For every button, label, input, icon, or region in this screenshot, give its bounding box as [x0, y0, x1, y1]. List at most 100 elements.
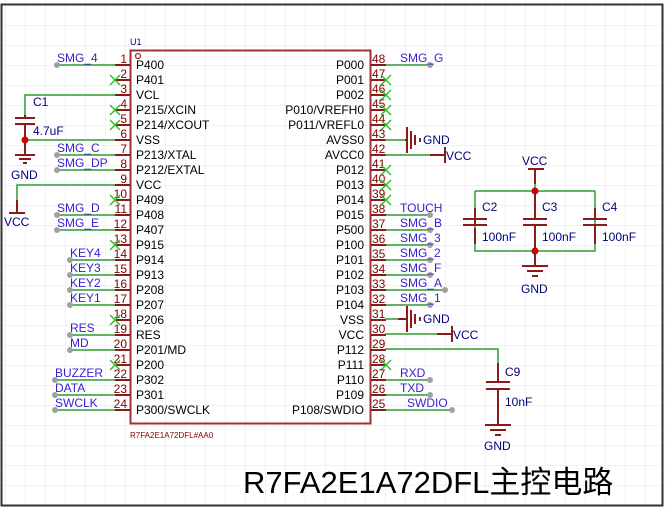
net-port[interactable] [54, 227, 60, 233]
net-label[interactable]: RES [70, 321, 95, 335]
no-connect-icon [109, 74, 121, 86]
no-connect-icon [109, 359, 121, 371]
net-label[interactable]: SMG_G [400, 51, 443, 65]
pin-name: P212/EXTAL [136, 163, 205, 177]
net-label[interactable]: SMG_A [400, 276, 442, 290]
net-label[interactable]: SWDIO [407, 396, 448, 410]
net-port[interactable] [67, 272, 73, 278]
net-port[interactable] [442, 287, 448, 293]
no-connect-icon [380, 359, 392, 371]
net-port[interactable] [67, 287, 73, 293]
pin-number: 37 [372, 217, 386, 231]
net-port[interactable] [427, 242, 433, 248]
net-port[interactable] [449, 407, 455, 413]
net-port[interactable] [427, 392, 433, 398]
junction [21, 136, 29, 144]
net-label[interactable]: SMG_D [57, 201, 100, 215]
pin-number: 15 [114, 262, 128, 276]
net-port[interactable] [427, 257, 433, 263]
net-label[interactable]: TOUCH [400, 201, 442, 215]
net-port[interactable] [427, 62, 433, 68]
net-label[interactable]: KEY4 [70, 246, 101, 260]
c9-circuit: C9 10nF GND [385, 348, 532, 453]
net-label[interactable]: SMG_DP [57, 156, 108, 170]
net-label[interactable]: SMG_E [57, 216, 99, 230]
net-label[interactable]: SMG_2 [400, 246, 441, 260]
net-label[interactable]: MD [70, 336, 89, 350]
pin-name: P002 [336, 88, 364, 102]
net-port[interactable] [67, 302, 73, 308]
u1-body[interactable] [129, 49, 372, 425]
pin-number: 36 [372, 232, 386, 246]
pin-number: 8 [120, 157, 127, 171]
pin-name: P409 [136, 193, 164, 207]
net-label[interactable]: DATA [55, 381, 85, 395]
pin-name: VCL [136, 88, 160, 102]
net-port[interactable] [52, 377, 58, 383]
pin-number: 16 [114, 277, 128, 291]
no-connect-icon [380, 104, 392, 116]
pin-name: P103 [336, 283, 364, 297]
net-port[interactable] [54, 152, 60, 158]
u1-pin-33: 33 P103 SMG_A [336, 276, 448, 297]
net-port[interactable] [67, 332, 73, 338]
pin-name: P914 [136, 253, 164, 267]
pin-number: 43 [372, 127, 386, 141]
u1-pin-8: 8 P212/EXTAL SMG_DP [54, 156, 205, 177]
c1-ref: C1 [33, 95, 49, 109]
c9-ref: C9 [505, 365, 521, 379]
net-port[interactable] [427, 302, 433, 308]
net-port[interactable] [427, 212, 433, 218]
net-label[interactable]: SMG_4 [57, 51, 98, 65]
net-port[interactable] [52, 407, 58, 413]
pin-name: P915 [136, 238, 164, 252]
net-label[interactable]: TXD [400, 381, 424, 395]
pin-name: P201/MD [136, 343, 186, 357]
pin-number: 14 [114, 247, 128, 261]
net-port[interactable] [67, 257, 73, 263]
net-port[interactable] [54, 212, 60, 218]
net-label[interactable]: KEY3 [70, 261, 101, 275]
no-connect-icon [109, 194, 121, 206]
net-label[interactable]: KEY2 [70, 276, 101, 290]
net-port[interactable] [67, 347, 73, 353]
net-port[interactable] [54, 62, 60, 68]
net-label[interactable]: SMG_F [400, 261, 441, 275]
c1-value: 4.7uF [33, 124, 64, 138]
net-label[interactable]: SWCLK [55, 396, 98, 410]
pin-number: 27 [372, 367, 386, 381]
pin-name: AVSS0 [326, 133, 364, 147]
net-port[interactable] [52, 392, 58, 398]
net-label[interactable]: SMG_C [57, 141, 100, 155]
net-port[interactable] [427, 272, 433, 278]
net-label[interactable]: SMG_B [400, 216, 442, 230]
pin-number: 33 [372, 277, 386, 291]
net-label[interactable]: RXD [400, 366, 426, 380]
net-port[interactable] [54, 167, 60, 173]
net-label[interactable]: BUZZER [55, 366, 103, 380]
net-label[interactable]: KEY1 [70, 291, 101, 305]
net-port[interactable] [427, 227, 433, 233]
pin-name: P500 [336, 223, 364, 237]
u1-pin-37: 37 P500 SMG_B [336, 216, 442, 237]
net-port[interactable] [427, 377, 433, 383]
net-label[interactable]: SMG_3 [400, 231, 441, 245]
pin-name: VSS [340, 313, 364, 327]
pin-name: P013 [336, 178, 364, 192]
pin-number: 30 [372, 322, 386, 336]
pin-number: 26 [372, 382, 386, 396]
net-label[interactable]: SMG_1 [400, 291, 441, 305]
pin-name: P109 [336, 388, 364, 402]
pin-name: P300/SWCLK [136, 403, 210, 417]
pin-number: 41 [372, 157, 386, 171]
pin9-vcc-circuit: VCC [4, 184, 115, 229]
